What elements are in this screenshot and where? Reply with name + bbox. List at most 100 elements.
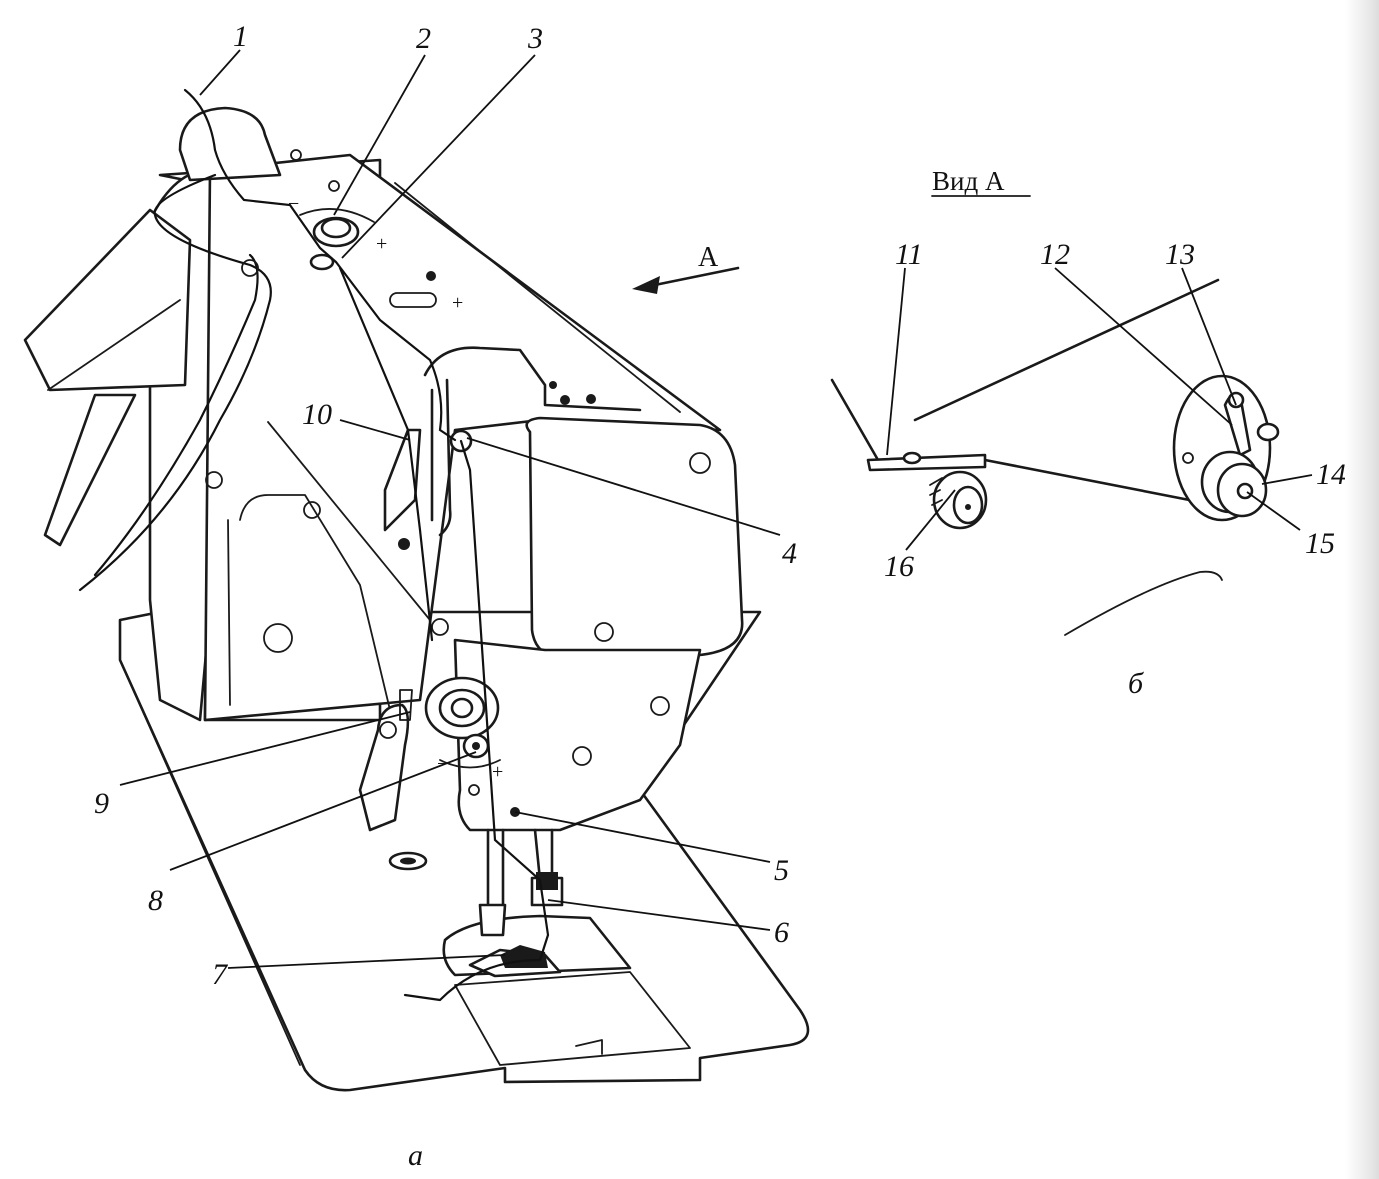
slide-plate-notch [575, 1039, 603, 1055]
arm-dot-1 [426, 271, 436, 281]
panel-a-label: а [408, 1139, 423, 1172]
callout-9: 9 [94, 787, 109, 820]
view-a-stud [1256, 422, 1280, 442]
arm-screw-3 [205, 471, 223, 489]
leader-14 [1261, 474, 1313, 485]
presser-lift-tab [399, 689, 413, 721]
lower-plus-mark: + [492, 761, 503, 783]
top-plus-mark: + [376, 233, 387, 255]
view-a-guide-plate-11 [866, 453, 987, 472]
take-up-rivet-1 [560, 395, 570, 405]
thread-knot [241, 259, 259, 277]
thread-path [183, 88, 550, 1002]
head-screw-4 [572, 746, 592, 766]
view-a-arc [1064, 570, 1223, 636]
arm-ridge [394, 182, 681, 413]
leader-2 [333, 54, 426, 216]
arm-dot-2 [398, 538, 410, 550]
take-up-rivet-3 [549, 381, 557, 389]
view-a-title: Вид А [932, 166, 1005, 196]
leader-11 [886, 267, 906, 456]
needle-bar [533, 828, 542, 882]
callout-12: 12 [1040, 238, 1070, 271]
lower-tension-arrow [439, 759, 501, 769]
side-bracket [43, 393, 137, 547]
base-hole-inner [400, 857, 416, 865]
leader-3 [341, 54, 536, 259]
view-a-knurl [929, 477, 943, 506]
spool-thread-loop-2 [93, 253, 259, 577]
callout-1: 1 [233, 20, 248, 53]
scan-edge-shade [1345, 0, 1379, 1179]
leader-13 [1181, 267, 1237, 406]
top-thread-guide [309, 253, 335, 271]
slide-plate [454, 971, 691, 1066]
leader-15 [1246, 491, 1301, 531]
machine-head [525, 416, 744, 660]
presser-lift-hole [379, 721, 397, 739]
presser-foot-shank [478, 903, 507, 937]
view-a-thread-lower [983, 458, 1217, 507]
top-screw-a [290, 149, 302, 161]
callout-3: 3 [527, 22, 543, 55]
view-a-knurled-nut-hole [965, 504, 971, 510]
callout-14: 14 [1316, 458, 1346, 491]
head-screw-2 [594, 622, 614, 642]
spool-thread-loop [78, 173, 272, 592]
view-a-guide-bump [902, 451, 922, 465]
take-up-rivet-2 [586, 394, 596, 404]
view-a-thread-upper [913, 278, 1220, 422]
arm-plus-mark: + [452, 292, 463, 314]
callout-5: 5 [774, 854, 789, 887]
view-a-disc-screw [1182, 452, 1194, 464]
leader-9 [119, 711, 411, 786]
leader-6 [547, 899, 771, 931]
callout-2: 2 [416, 22, 431, 55]
view-a-needle-line [830, 378, 880, 462]
arm-side-line-1 [267, 421, 431, 621]
callout-11: 11 [895, 238, 923, 271]
view-a-drawing [830, 195, 1280, 636]
callout-6: 6 [774, 916, 789, 949]
side-shelf-edge [47, 299, 181, 391]
top-minus-mark: − [288, 193, 299, 215]
leader-1 [199, 49, 241, 96]
panel-b-label: б [1128, 667, 1144, 700]
view-a-arrowhead [632, 276, 660, 294]
view-a-tension-nut-15 [1236, 482, 1254, 500]
take-up-slot [430, 378, 452, 537]
callout-16: 16 [884, 550, 914, 583]
view-a-arrow-label: А [698, 242, 719, 273]
leader-8 [169, 751, 477, 871]
handwheel [178, 106, 282, 182]
head-screw-1 [689, 452, 711, 474]
head-lower [453, 638, 702, 832]
lower-tension-nut [450, 697, 474, 719]
arm-panel [239, 494, 391, 711]
side-shelf [23, 208, 192, 392]
callout-7: 7 [212, 958, 229, 991]
machine-arm [203, 153, 722, 722]
arm-screw-2 [263, 623, 293, 653]
callout-10: 10 [302, 398, 332, 431]
lower-screw [468, 784, 480, 796]
presser-lift-lever [358, 703, 410, 832]
check-spring-center [472, 742, 480, 750]
leader-lines [119, 49, 1313, 969]
callout-15: 15 [1305, 527, 1335, 560]
arm-side-line-2 [227, 519, 231, 706]
leader-12 [1054, 267, 1233, 426]
leader-4 [466, 437, 781, 536]
callout-13: 13 [1165, 238, 1195, 271]
oil-slot [389, 292, 437, 308]
arm-screw-4 [431, 618, 449, 636]
head-screw-3 [650, 696, 670, 716]
base-plate-edge [119, 659, 301, 1066]
callout-8: 8 [148, 884, 163, 917]
callout-4: 4 [782, 537, 797, 570]
arm-screw-1 [303, 501, 321, 519]
leader-16 [905, 489, 956, 551]
sewing-machine-drawing [23, 88, 810, 1092]
